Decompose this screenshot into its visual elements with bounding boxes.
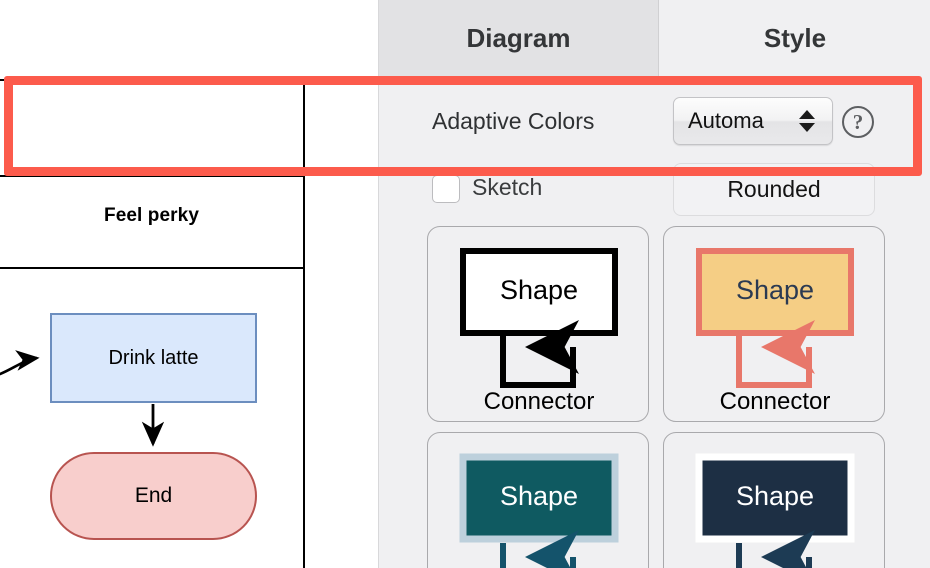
connector-label: Connector <box>720 388 831 415</box>
diagram-canvas[interactable]: Feel perky Drink latte End <box>0 0 378 568</box>
tab-diagram[interactable]: Diagram <box>379 0 658 76</box>
node-label: Drink latte <box>108 346 199 369</box>
shape-label: Shape <box>500 275 578 305</box>
adaptive-colors-label: Adaptive Colors <box>432 108 595 134</box>
diagram-edges <box>0 350 165 447</box>
chevron-down-icon[interactable] <box>799 123 815 132</box>
sketch-checkbox[interactable] <box>432 175 460 203</box>
corner-style-label: Rounded <box>727 176 821 202</box>
lane-separator-top <box>0 175 305 177</box>
corner-style-button[interactable]: Rounded <box>673 163 875 216</box>
style-card-orange[interactable]: Shape Connector <box>663 226 885 422</box>
style-preview-teal: Shape <box>459 453 619 568</box>
stepper-arrows-icon[interactable] <box>799 110 815 132</box>
adaptive-colors-dropdown[interactable]: Automa <box>673 97 833 145</box>
shape-label: Shape <box>736 481 814 511</box>
style-preview-navy: Shape <box>695 453 855 568</box>
sketch-row: Sketch Rounded <box>379 163 930 218</box>
chevron-up-icon[interactable] <box>799 110 815 119</box>
tab-label: Style <box>763 22 827 53</box>
style-card-teal[interactable]: Shape <box>427 432 649 568</box>
sketch-label: Sketch <box>472 174 543 200</box>
diagram-node-end[interactable]: End <box>50 452 257 540</box>
tab-style[interactable]: Style <box>658 0 930 76</box>
node-label: End <box>134 484 173 507</box>
format-panel: Diagram Style Adaptive Colors Automa ? S… <box>378 0 930 568</box>
lane-separator-bottom <box>0 267 305 269</box>
edge-into-drink-latte <box>0 350 40 376</box>
style-preview-orange: Shape Connector <box>696 248 854 415</box>
help-icon[interactable]: ? <box>842 106 874 138</box>
panel-tab-bar: Diagram Style <box>379 0 930 76</box>
diagram-node-drink-latte[interactable]: Drink latte <box>50 313 257 403</box>
shape-label: Shape <box>736 275 814 305</box>
style-card-navy[interactable]: Shape <box>663 432 885 568</box>
adaptive-colors-row: Adaptive Colors Automa ? <box>379 76 930 175</box>
connector-label: Connector <box>484 388 595 415</box>
shape-label: Shape <box>500 481 578 511</box>
style-preview-plain: Shape Connector <box>460 248 618 415</box>
help-glyph: ? <box>852 109 864 134</box>
tab-label: Diagram <box>466 22 571 53</box>
lane-label-feel-perky[interactable]: Feel perky <box>104 205 199 226</box>
adaptive-colors-value: Automa <box>688 108 764 133</box>
style-card-plain[interactable]: Shape Connector <box>427 226 649 422</box>
